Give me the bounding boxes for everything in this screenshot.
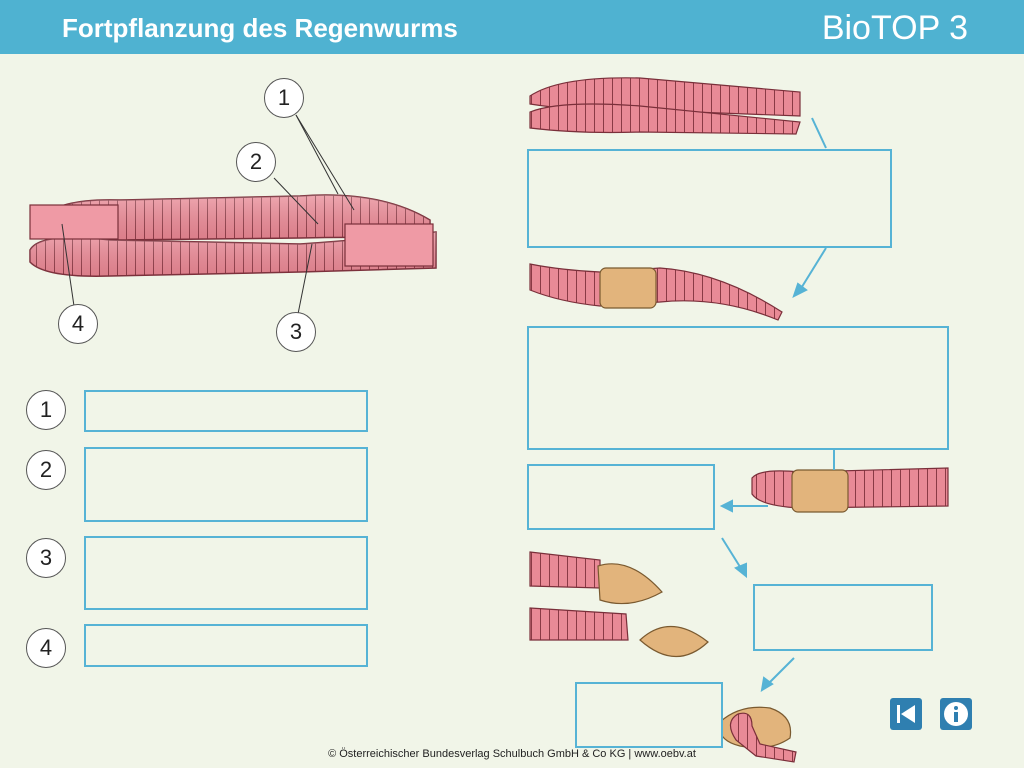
answer-field-1[interactable]: [84, 390, 368, 432]
brand-logo: BioTOP 3: [821, 9, 968, 47]
sequence-worm-cocoon-slip: [751, 467, 949, 513]
diagram-label-3: 3: [276, 312, 316, 352]
answer-field-4[interactable]: [84, 624, 368, 667]
diagram-label-1: 1: [264, 78, 304, 118]
answer-field-2[interactable]: [84, 447, 368, 522]
flow-arrows: [719, 117, 835, 692]
answer-number-1: 1: [26, 390, 66, 430]
info-icon: [944, 702, 968, 726]
answer-number-2: 2: [26, 450, 66, 490]
sequence-worm-pair: [529, 77, 801, 135]
sequence-field-3[interactable]: [527, 464, 715, 530]
skip-back-icon: [897, 705, 915, 723]
mating-worms-diagram: [29, 114, 437, 315]
diagram-label-2: 2: [236, 142, 276, 182]
sequence-field-4[interactable]: [753, 584, 933, 651]
sequence-field-1[interactable]: [527, 149, 892, 248]
page-title: Fortpflanzung des Regenwurms: [62, 13, 458, 43]
sequence-field-5[interactable]: [575, 682, 723, 748]
sequence-cocoons: [529, 551, 709, 658]
answer-number-4: 4: [26, 628, 66, 668]
info-button[interactable]: [940, 698, 972, 730]
copyright-footer: © Österreichischer Bundesverlag Schulbuc…: [328, 748, 696, 760]
answer-number-3: 3: [26, 538, 66, 578]
sequence-worm-clitellum: [529, 263, 783, 321]
sequence-hatching: [718, 706, 797, 763]
answer-field-3[interactable]: [84, 536, 368, 610]
sequence-field-2[interactable]: [527, 326, 949, 450]
diagram-label-4: 4: [58, 304, 98, 344]
header-bar: Fortpflanzung des Regenwurms BioTOP 3: [0, 0, 1024, 54]
back-button[interactable]: [890, 698, 922, 730]
